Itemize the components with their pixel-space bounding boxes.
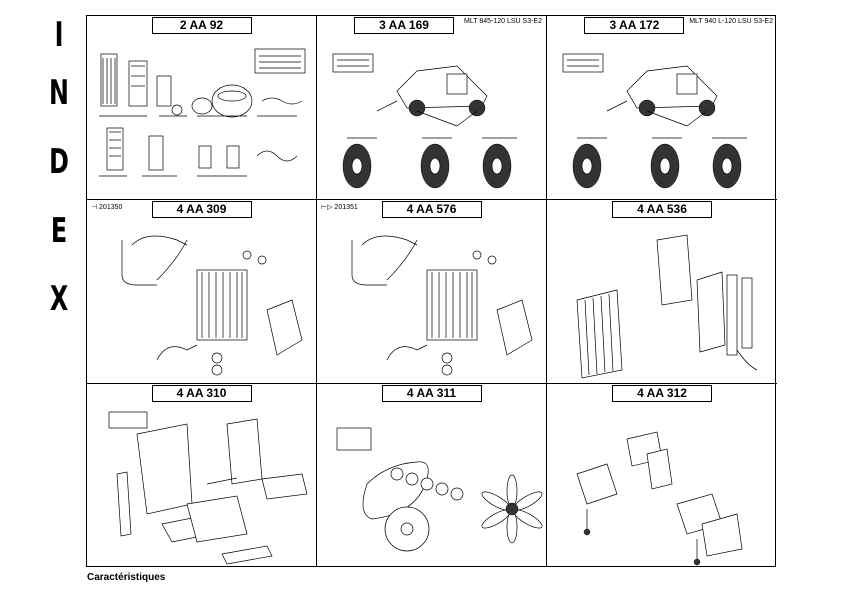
panels-illustration: [108, 411, 308, 565]
radiator-illustration: [351, 235, 533, 376]
cell-title: 2 AA 92: [151, 17, 252, 34]
tires-illustration: [562, 53, 747, 189]
index-letter: D: [49, 142, 69, 182]
cell-4aa310[interactable]: 4 AA 310: [87, 384, 317, 566]
fan-belt-illustration: [336, 427, 543, 552]
cell-subtitle: MLT 940 L-120 LSU S3-E2: [689, 18, 773, 25]
cell-subtitle: MLT 845-120 LSU S3-E2: [464, 18, 542, 25]
cell-title: 3 AA 169: [354, 17, 455, 34]
cell-title: 4 AA 311: [381, 385, 482, 402]
cell-title: 4 AA 576: [381, 201, 482, 218]
tires-illustration: [332, 53, 517, 189]
filters-illustration: [99, 48, 306, 177]
cell-4aa309[interactable]: 4 AA 309 ⊣ 201350: [87, 200, 317, 384]
index-letter: X: [49, 279, 69, 319]
cooler-illustration: [576, 234, 758, 379]
cell-title: 4 AA 312: [612, 385, 712, 402]
serial-number: ⊢▷ 201351: [321, 204, 358, 211]
cell-3aa172[interactable]: 3 AA 172 MLT 940 L-120 LSU S3-E2: [547, 16, 777, 200]
index-letter: E: [50, 211, 68, 251]
cell-title: 4 AA 309: [151, 201, 252, 218]
radiator-illustration: [121, 235, 303, 376]
parts-index-grid: 2 AA 92 3 AA 169 MLT 845-120 LSU S3-E2: [86, 15, 777, 567]
cell-4aa576[interactable]: 4 AA 576 ⊢▷ 201351: [317, 200, 547, 384]
footer-label: Caractéristiques: [87, 572, 166, 583]
cell-title: 4 AA 536: [612, 201, 712, 218]
cell-title: 4 AA 310: [151, 385, 252, 402]
index-letter: N: [49, 73, 69, 113]
index-letter: I: [54, 15, 64, 55]
cell-3aa169[interactable]: 3 AA 169 MLT 845-120 LSU S3-E2: [317, 16, 547, 200]
cell-4aa536[interactable]: 4 AA 536: [547, 200, 777, 384]
serial-number: ⊣ 201350: [91, 204, 123, 211]
cell-4aa312[interactable]: 4 AA 312: [547, 384, 777, 566]
cell-4aa311[interactable]: 4 AA 311: [317, 384, 547, 566]
cell-title: 3 AA 172: [584, 17, 685, 34]
cell-2aa92[interactable]: 2 AA 92: [87, 16, 317, 200]
brackets-illustration: [576, 431, 743, 566]
